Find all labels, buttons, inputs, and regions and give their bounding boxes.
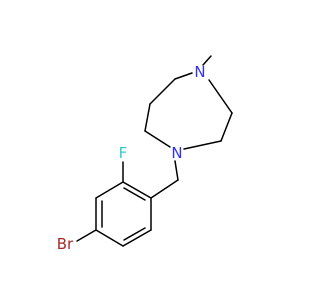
bond-ch2-aryl xyxy=(150,179,179,199)
bond-c-top-n1 xyxy=(174,72,193,80)
bromine-label: Br xyxy=(57,235,74,253)
bond-ring-c1-c2 xyxy=(122,181,152,199)
bond-ring-double-c1-c2 xyxy=(123,187,146,201)
bond-c-left-upper-c-top xyxy=(149,78,176,105)
bond-n4-c-left-lower xyxy=(144,130,171,148)
benzyl-nitrogen-label: N xyxy=(171,144,182,162)
bond-ring-double-c5-c6 xyxy=(123,227,146,241)
bond-n4-ch2 xyxy=(174,160,179,181)
methyl-nitrogen-label: N xyxy=(194,63,205,81)
bond-ring-bromine xyxy=(76,229,97,242)
bond-c-left-lower-c-left-upper xyxy=(144,103,151,132)
bond-methyl xyxy=(202,55,212,66)
molecule-structure-diagram: N N F Br xyxy=(57,55,233,253)
bond-c-right-lower-n4 xyxy=(183,140,222,150)
bond-ring-c4-c5 xyxy=(95,229,124,247)
bond-n1-c-right-upper xyxy=(208,79,233,114)
fluorine-label: F xyxy=(119,144,128,162)
bond-c-right-upper-c-right-lower xyxy=(220,112,233,142)
bond-lines xyxy=(76,55,233,247)
bond-ring-c2-c3 xyxy=(95,181,124,199)
bond-ring-c5-c6 xyxy=(122,229,152,247)
atom-labels: N N F Br xyxy=(57,63,206,253)
